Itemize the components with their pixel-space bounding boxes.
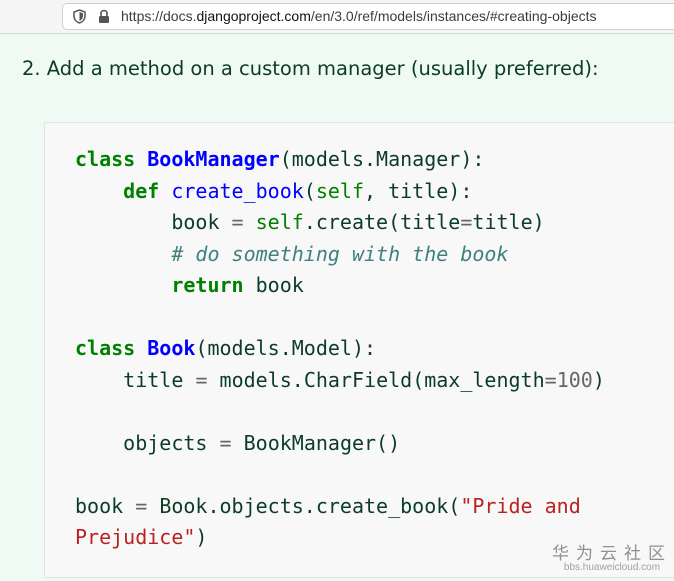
watermark-title: 华为云社区 xyxy=(552,544,672,564)
assign-op: = xyxy=(231,210,244,234)
manager-class-name: BookManager xyxy=(147,147,280,171)
manager-instance-call: BookManager() xyxy=(243,431,401,455)
create-call: .create(title xyxy=(303,210,461,234)
watermark-url: bbs.huaweicloud.com xyxy=(563,562,661,573)
url-domain: djangoproject.com xyxy=(196,8,311,24)
book-base: (models.Model): xyxy=(195,336,377,360)
kwarg-eq-2: = xyxy=(544,368,557,392)
self-keyword: self xyxy=(315,179,365,203)
max-length-number: 100 xyxy=(556,368,593,392)
lock-icon[interactable] xyxy=(98,9,110,24)
assign-op-3: = xyxy=(219,431,232,455)
url-text[interactable]: https://docs.djangoproject.com/en/3.0/re… xyxy=(121,8,597,24)
self-ref: self xyxy=(255,210,304,234)
code-line-10: objects = BookManager() xyxy=(75,431,400,455)
method-args-rest: , title): xyxy=(364,179,473,203)
objects-field: objects xyxy=(123,431,208,455)
class-keyword-2: class xyxy=(75,336,136,360)
code-line-4: # do something with the book xyxy=(75,242,508,266)
string-part-1: "Pride and xyxy=(460,494,581,518)
code-line-13: Prejudice") xyxy=(75,525,207,549)
class-keyword: class xyxy=(75,147,136,171)
shield-icon[interactable] xyxy=(73,9,86,24)
code-line-2: def create_book(self, title): xyxy=(75,179,472,203)
manager-base: (models.Manager): xyxy=(279,147,485,171)
book-class-name: Book xyxy=(147,336,196,360)
code-line-7: class Book(models.Model): xyxy=(75,336,376,360)
book-var: book xyxy=(171,210,220,234)
code-line-5: return book xyxy=(75,273,304,297)
create-book-call: Book.objects.create_book( xyxy=(159,494,461,518)
def-keyword: def xyxy=(123,179,160,203)
book-assign-var: book xyxy=(75,494,124,518)
code-block xyxy=(44,122,674,578)
create-arg: title) xyxy=(472,210,545,234)
code-line-3: book = self.create(title=title) xyxy=(75,210,545,234)
return-value: book xyxy=(255,273,304,297)
code-line-8: title = models.CharField(max_length=100) xyxy=(75,368,605,392)
close-paren: ) xyxy=(592,368,605,392)
address-bar[interactable]: https://docs.djangoproject.com/en/3.0/re… xyxy=(62,3,674,30)
charfield-call: models.CharField(max_length xyxy=(219,368,545,392)
string-part-2: Prejudice" xyxy=(75,525,196,549)
code-line-12: book = Book.objects.create_book("Pride a… xyxy=(75,494,581,518)
list-item-text: 2. Add a method on a custom manager (usu… xyxy=(22,57,599,80)
code-line-1: class BookManager(models.Manager): xyxy=(75,147,484,171)
url-prefix: https://docs. xyxy=(121,8,197,24)
browser-toolbar: https://docs.djangoproject.com/en/3.0/re… xyxy=(0,0,674,34)
code-comment: # do something with the book xyxy=(171,242,509,266)
assign-op-2: = xyxy=(195,368,208,392)
kwarg-eq: = xyxy=(460,210,473,234)
method-name: create_book xyxy=(171,179,304,203)
method-args-open: ( xyxy=(303,179,316,203)
url-path: /en/3.0/ref/models/instances/#creating-o… xyxy=(310,8,597,24)
assign-op-4: = xyxy=(135,494,148,518)
title-field: title xyxy=(123,368,184,392)
watermark: 华为云社区 bbs.huaweicloud.com xyxy=(552,539,672,573)
return-keyword: return xyxy=(171,273,244,297)
close-paren-2: ) xyxy=(195,525,208,549)
